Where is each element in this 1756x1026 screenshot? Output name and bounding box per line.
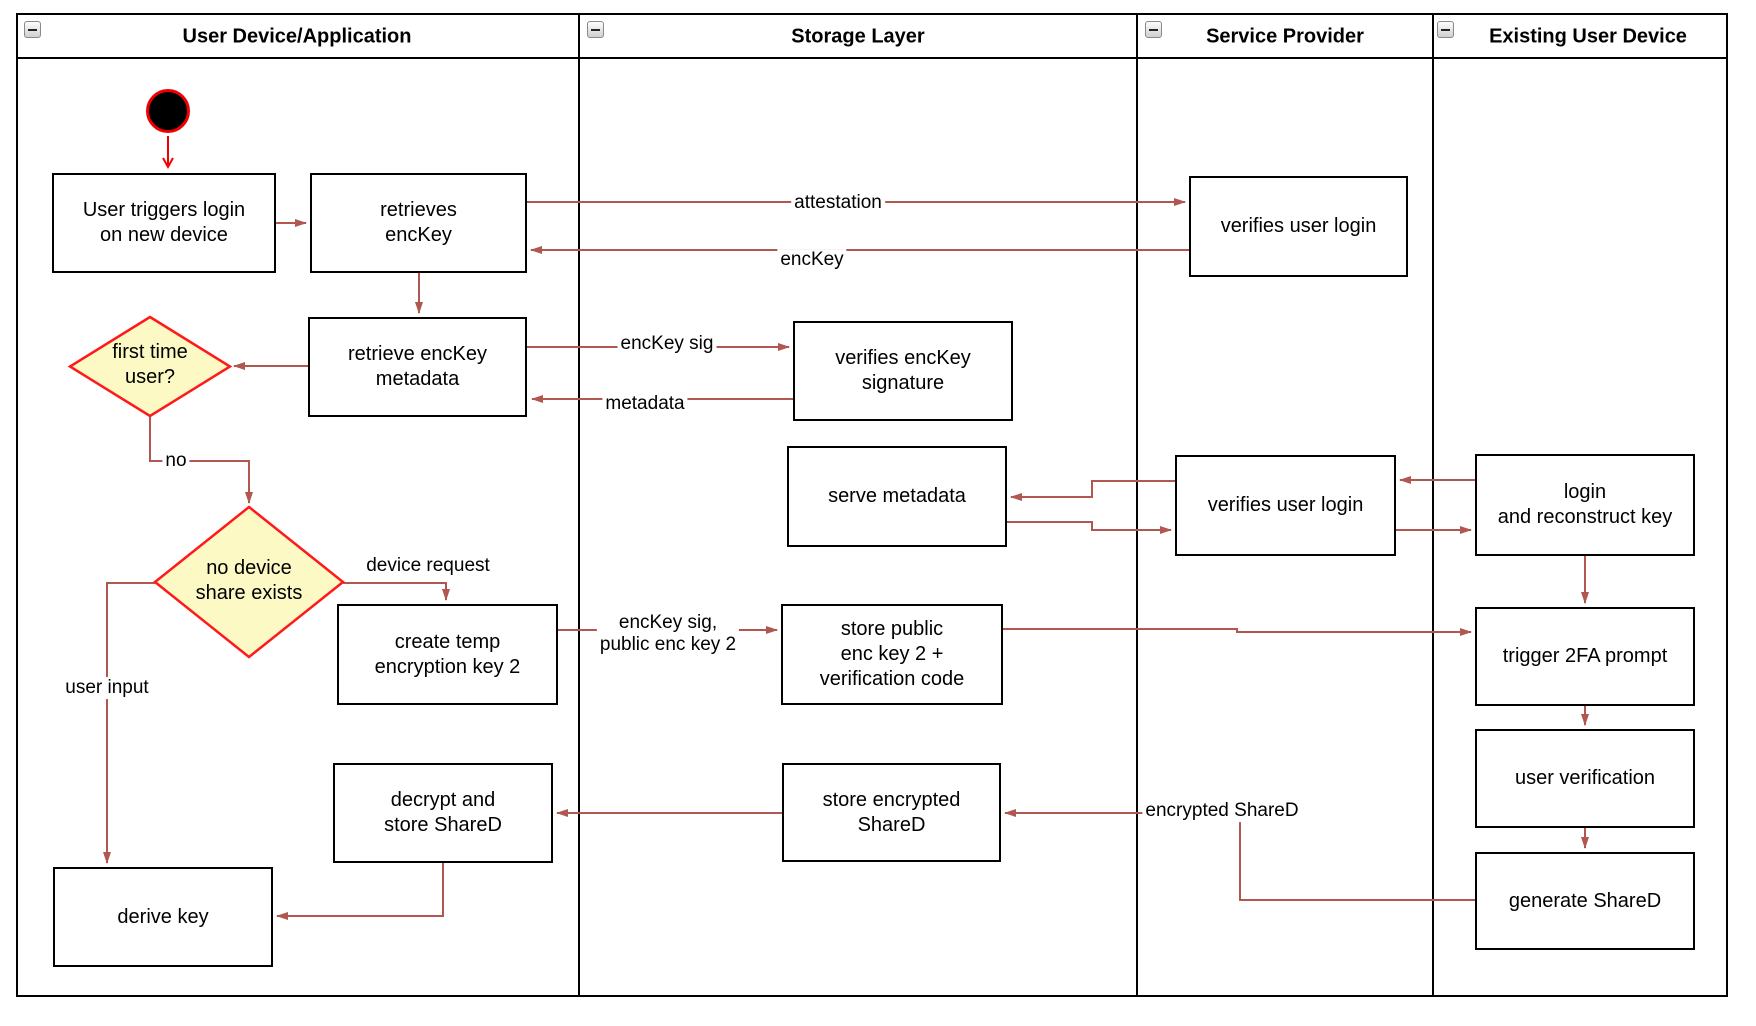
lane-header-storage-layer[interactable]: Storage Layer: [791, 25, 925, 48]
decision-no-device-share[interactable]: [152, 505, 346, 659]
edge-device-request: [343, 582, 450, 601]
collapse-icon[interactable]: [24, 21, 41, 38]
edge-no-branch: [149, 416, 253, 504]
edge-user-input: [103, 582, 155, 864]
minus-glyph: [28, 29, 37, 31]
edge-label-encrypted-shared[interactable]: encrypted ShareD: [1142, 800, 1302, 822]
collapse-icon[interactable]: [1437, 21, 1454, 38]
node-user-verification[interactable]: user verification: [1475, 729, 1695, 828]
lane-header-divider: [16, 57, 1728, 59]
decision-no-device-share-label[interactable]: no device share exists: [195, 557, 303, 604]
node-login-and-reconstruct-key[interactable]: login and reconstruct key: [1475, 454, 1695, 556]
edge-label-no[interactable]: no: [162, 450, 190, 472]
minus-glyph: [1441, 29, 1450, 31]
lane-header-existing-user-device[interactable]: Existing User Device: [1489, 25, 1687, 48]
lane-divider-1: [578, 13, 580, 997]
edge-verifies-to-serve: [1010, 480, 1175, 501]
node-store-encrypted-shared[interactable]: store encrypted ShareD: [782, 763, 1001, 862]
edge-label-enckey-sig-public[interactable]: encKey sig, public enc key 2: [596, 612, 740, 656]
node-store-public-enc-key-2[interactable]: store public enc key 2 + verification co…: [781, 604, 1003, 705]
lane-header-user-device[interactable]: User Device/Application: [182, 25, 412, 48]
edge-label-attestation[interactable]: attestation: [791, 192, 885, 214]
node-trigger-2fa-prompt[interactable]: trigger 2FA prompt: [1475, 607, 1695, 706]
edge-label-enckey-sig[interactable]: encKey sig: [617, 333, 717, 355]
collapse-icon[interactable]: [587, 21, 604, 38]
edge-label-metadata[interactable]: metadata: [602, 393, 688, 415]
node-generate-shared[interactable]: generate ShareD: [1475, 852, 1695, 950]
lane-divider-3: [1432, 13, 1434, 997]
node-decrypt-and-store-shared[interactable]: decrypt and store ShareD: [333, 763, 553, 863]
node-user-triggers-login[interactable]: User triggers login on new device: [52, 173, 276, 273]
node-derive-key[interactable]: derive key: [53, 867, 273, 967]
decision-first-time-user-label[interactable]: first time user?: [112, 341, 188, 388]
edge-label-enckey[interactable]: encKey: [777, 249, 847, 271]
lane-divider-2: [1136, 13, 1138, 997]
edge-label-device-request[interactable]: device request: [363, 555, 493, 577]
edge-store-public-to-2fa: [1003, 628, 1472, 636]
minus-glyph: [1149, 29, 1158, 31]
edge-decrypt-to-derive: [276, 863, 444, 920]
decision-first-time-user[interactable]: [67, 315, 233, 418]
node-verifies-user-login-mid[interactable]: verifies user login: [1175, 455, 1396, 556]
collapse-icon[interactable]: [1145, 21, 1162, 38]
node-serve-metadata[interactable]: serve metadata: [787, 446, 1007, 547]
node-verifies-user-login-top[interactable]: verifies user login: [1189, 176, 1408, 277]
node-retrieves-enckey[interactable]: retrieves encKey: [310, 173, 527, 273]
node-retrieve-enckey-metadata[interactable]: retrieve encKey metadata: [308, 317, 527, 417]
node-verifies-enckey-signature[interactable]: verifies encKey signature: [793, 321, 1013, 421]
edge-encrypted-shared: [1004, 809, 1475, 901]
edge-serve-to-verifies: [1007, 521, 1172, 534]
edge-label-user-input[interactable]: user input: [62, 677, 152, 699]
node-create-temp-encryption-key-2[interactable]: create temp encryption key 2: [337, 604, 558, 705]
initial-node[interactable]: [146, 89, 190, 133]
minus-glyph: [591, 29, 600, 31]
lane-header-service-provider[interactable]: Service Provider: [1206, 25, 1364, 48]
diagram-border: [16, 13, 1728, 997]
